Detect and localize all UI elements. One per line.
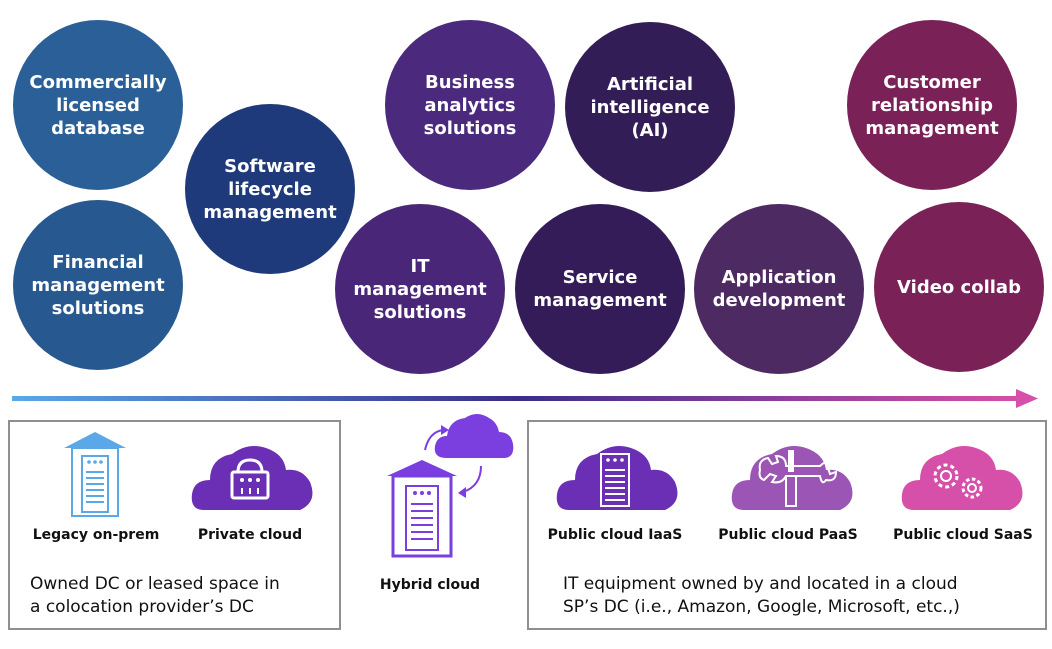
circle-software-lifecycle-management: Software lifecycle management (185, 104, 355, 274)
hybrid-cloud-icon (387, 414, 514, 558)
cloud-gears-icon (901, 446, 1023, 510)
circle-customer-relationship-management: Customer relationship management (847, 20, 1017, 190)
on-prem-description: Owned DC or leased space in a colocation… (30, 574, 280, 617)
legacy-on-prem-label: Legacy on-prem (32, 527, 160, 543)
circle-service-management: Service management (515, 204, 685, 374)
public-cloud-saas-label: Public cloud SaaS (893, 527, 1033, 543)
circle-business-analytics-solutions: Business analytics solutions (385, 20, 555, 190)
server-building-icon (64, 432, 126, 517)
public-cloud-iaas-label: Public cloud IaaS (547, 527, 683, 543)
public-cloud-paas-label: Public cloud PaaS (718, 527, 858, 543)
on-prem-box (8, 420, 341, 630)
circle-it-management-solutions: IT management solutions (335, 204, 505, 374)
cloud-tools-icon (731, 446, 853, 510)
circle-financial-management-solutions: Financial management solutions (13, 200, 183, 370)
circle-commercially-licensed-database: Commercially licensed database (13, 20, 183, 190)
circle-video-collab: Video collab (874, 202, 1044, 372)
circle-application-development: Application development (694, 204, 864, 374)
public-cloud-description: IT equipment owned by and located in a c… (563, 574, 960, 617)
cloud-server-icon (556, 446, 678, 510)
private-cloud-label: Private cloud (197, 527, 303, 543)
public-cloud-box (527, 420, 1047, 630)
progression-arrow (12, 389, 1038, 408)
hybrid-cloud-label: Hybrid cloud (379, 577, 481, 593)
cloud-lock-icon (191, 446, 313, 510)
circle-artificial-intelligence: Artificial intelligence (AI) (565, 22, 735, 192)
